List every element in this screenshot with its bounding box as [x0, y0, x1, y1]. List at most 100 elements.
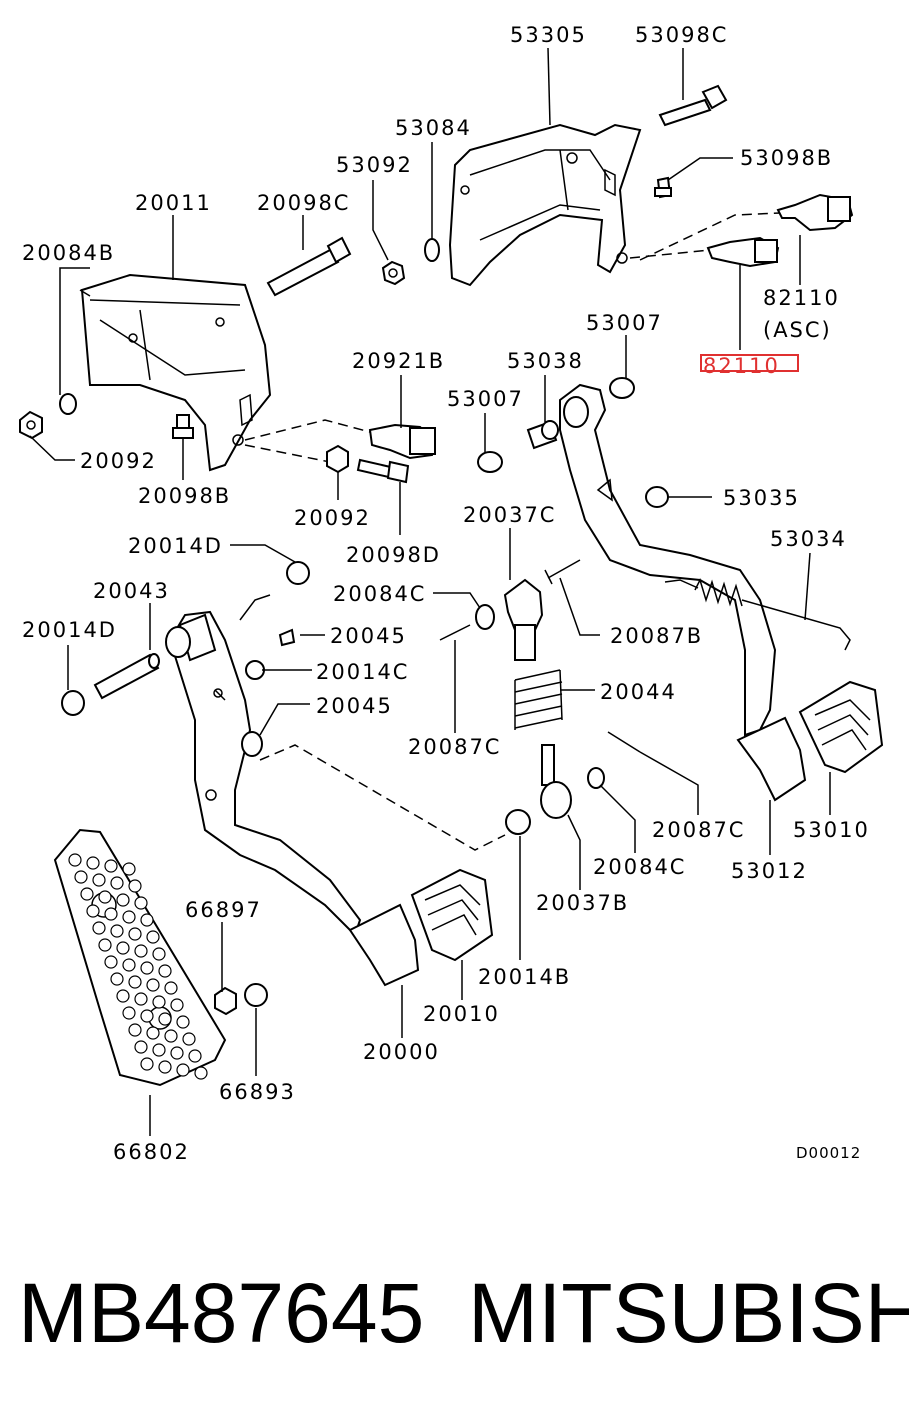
label-53305: 53305 [510, 23, 587, 47]
bolt-20098b [172, 414, 194, 439]
label-20084c-lower: 20084C [593, 855, 686, 879]
tread-dot [128, 927, 142, 941]
tread-dot [194, 1066, 208, 1080]
tread-dot [110, 972, 124, 986]
tread-dot [170, 1046, 184, 1060]
stud-20084b [79, 289, 91, 297]
label-20084c-upper: 20084C [333, 582, 426, 606]
label-20000: 20000 [363, 1040, 440, 1064]
part-number: MB487645 [18, 1266, 425, 1360]
label-20014c: 20014C [316, 660, 409, 684]
tread-dot [146, 978, 160, 992]
label-20043: 20043 [93, 579, 170, 603]
clutch-pedal-pad [348, 903, 420, 987]
bushing-20014d-top [286, 561, 310, 585]
washer-20084b [59, 393, 77, 415]
tread-dot [182, 1032, 196, 1046]
tread-dot [80, 887, 94, 901]
label-66802: 66802 [113, 1140, 190, 1164]
label-53098c: 53098C [635, 23, 728, 47]
collar-53038 [526, 420, 559, 450]
cotter-pin-20087c-lower [607, 731, 641, 753]
tread-dot [146, 930, 160, 944]
label-20045-upper: 20045 [330, 624, 407, 648]
tread-dot [104, 859, 118, 873]
label-20098d: 20098D [346, 543, 441, 567]
tread-dot [140, 1009, 154, 1023]
washer-53084 [424, 238, 440, 262]
clip-20045-upper [278, 628, 296, 647]
tread-dot [86, 904, 100, 918]
tread-dot [134, 896, 148, 910]
label-53098b: 53098B [740, 146, 833, 170]
footer: MB487645 MITSUBISHI [0, 1255, 909, 1395]
stop-lamp-switch-asc [776, 193, 854, 232]
bolt-20098c [266, 236, 352, 297]
label-20037b: 20037B [536, 891, 629, 915]
nut-20092-left [19, 410, 43, 440]
pedal-assembly-diagram: 53305 53098C 53084 53092 53098B 20011 20… [19, 23, 884, 1164]
tread-dot [140, 961, 154, 975]
tread-dot [128, 879, 142, 893]
tread-dot [176, 1015, 190, 1029]
label-53034: 53034 [770, 527, 847, 551]
bushing-20014b [505, 809, 531, 835]
tread-dot [92, 921, 106, 935]
label-asc: (ASC) [763, 318, 832, 342]
label-20014d-left: 20014D [22, 618, 117, 642]
tread-dot [104, 955, 118, 969]
label-20014b: 20014B [478, 965, 571, 989]
cotter-pin-20087c-upper [439, 624, 471, 641]
tread-dot [116, 893, 130, 907]
bolt-53098c [658, 84, 728, 127]
tread-dot [164, 981, 178, 995]
accelerator-pedal [53, 828, 227, 1087]
nut-66897 [214, 986, 237, 1016]
bushing-53007-upper [609, 377, 635, 399]
label-53007-upper: 53007 [586, 311, 663, 335]
bolt-53098b [654, 176, 672, 199]
tread-dot [122, 862, 136, 876]
label-82110: 82110 [703, 354, 780, 378]
clutch-switch [368, 423, 437, 460]
bushing-20014d-left [61, 690, 85, 716]
tread-dot [74, 870, 88, 884]
label-53092: 53092 [336, 153, 413, 177]
label-20084b: 20084B [22, 241, 115, 265]
tread-dot [152, 1043, 166, 1057]
leader-lines [29, 47, 831, 1136]
nut-20092-center [326, 444, 349, 474]
clevis-pivot [165, 613, 217, 662]
label-20011: 20011 [135, 191, 212, 215]
tread-dot [152, 995, 166, 1009]
tread-dot [86, 856, 100, 870]
tread-dot [134, 992, 148, 1006]
tread-dot [92, 873, 106, 887]
label-82110-asc: 82110 [763, 286, 840, 310]
label-53012: 53012 [731, 859, 808, 883]
label-20037c: 20037C [463, 503, 556, 527]
tread-dot [140, 1057, 154, 1071]
tread-dot [146, 1026, 160, 1040]
label-66893: 66893 [219, 1080, 296, 1104]
label-53010: 53010 [793, 818, 870, 842]
label-20044: 20044 [600, 680, 677, 704]
label-20014d-top: 20014D [128, 534, 223, 558]
brand-name: MITSUBISHI [468, 1266, 909, 1360]
tread-dot [116, 941, 130, 955]
label-20010: 20010 [423, 1002, 500, 1026]
tread-dot [170, 998, 184, 1012]
tread-dot [134, 1040, 148, 1054]
tread-dot [128, 975, 142, 989]
tread-dot [98, 938, 112, 952]
bushing-20045-lower [241, 731, 263, 757]
washer-20084c-upper [475, 604, 495, 630]
switch-guide-line-a [639, 212, 781, 261]
switch-guide-line-b [629, 249, 711, 259]
tread-dot [104, 907, 118, 921]
brake-pedal-arm [559, 383, 777, 737]
clutch-pedal-bracket [80, 273, 272, 472]
tread-dot [188, 1049, 202, 1063]
label-53035: 53035 [723, 486, 800, 510]
label-20087c-lower: 20087C [652, 818, 745, 842]
